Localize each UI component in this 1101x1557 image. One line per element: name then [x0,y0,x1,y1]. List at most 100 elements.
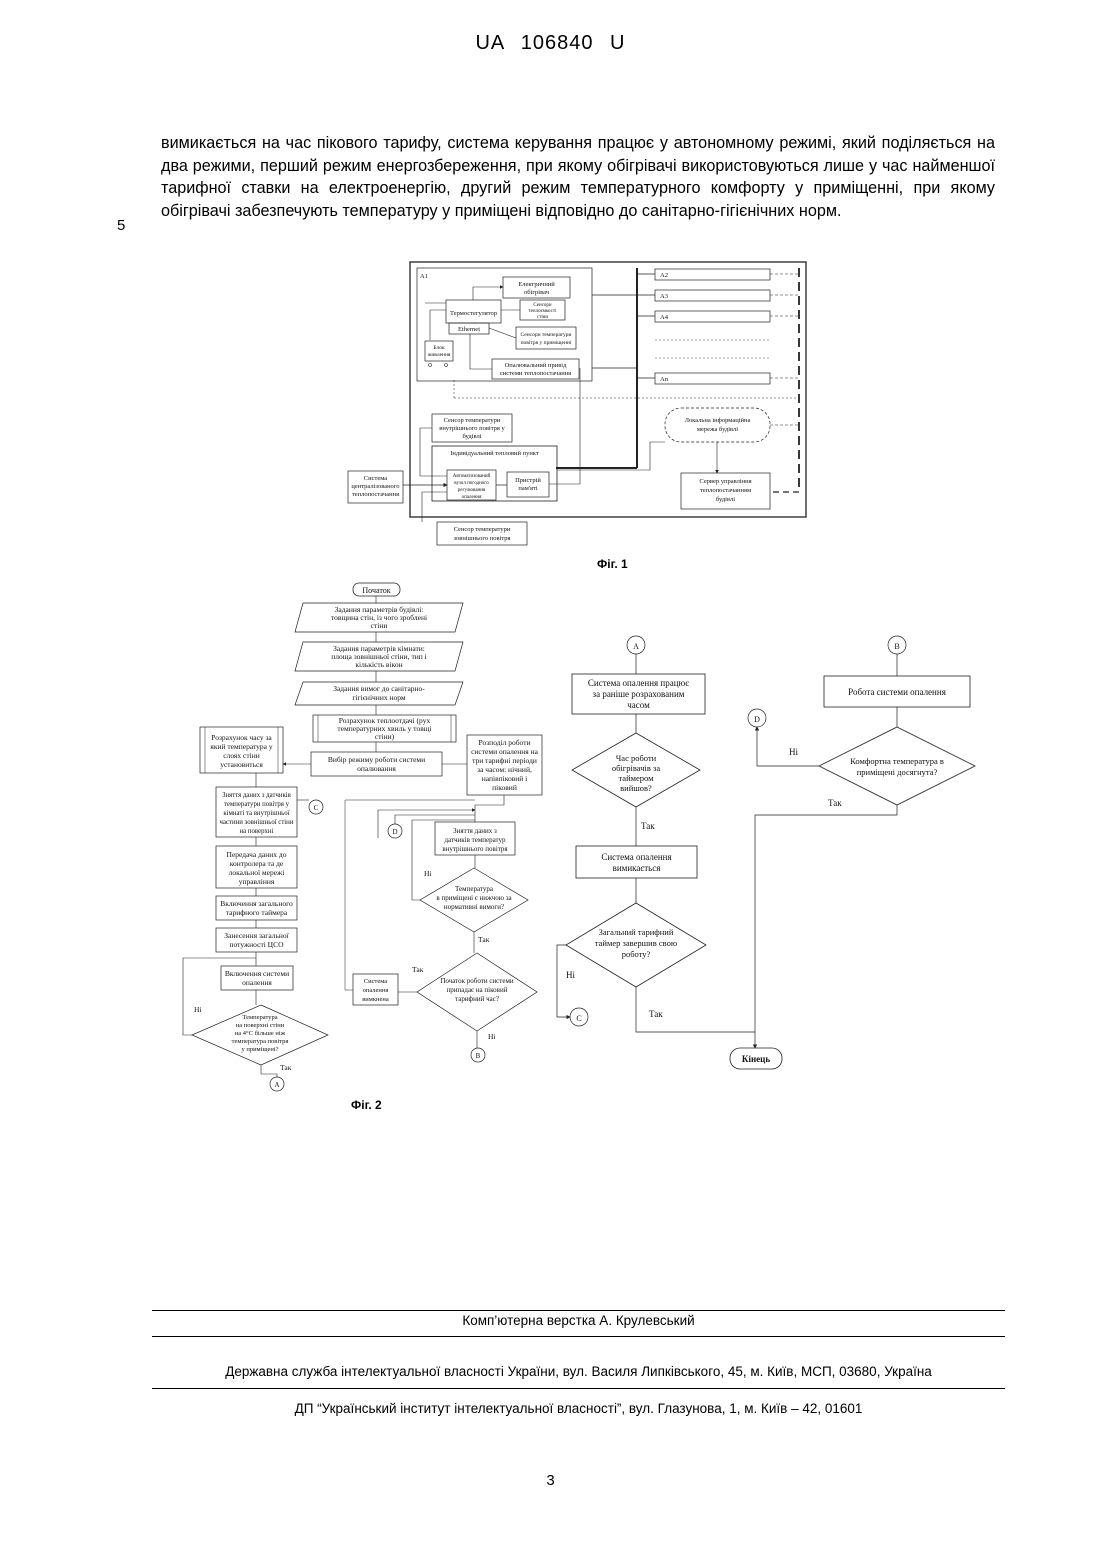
fig1-central-l2: централізованого [351,483,399,490]
fc-cond-comfort-l1: Комфортна температура в [850,756,944,766]
fc-transfer-l3: локальної мережі [229,868,285,877]
fig1-ethernet-label: Ethernet [458,326,480,333]
fc-work-a-l3: часом [627,700,650,710]
fc-no-5: Ні [789,747,798,757]
fig1-actuator-l1: Опалювальний привід [505,362,567,369]
fc-connector-d-in-label: D [392,828,397,836]
fc-work-a-l2: за раніше розрахованим [593,689,685,699]
fc-read-inner-l1: Зняття даних з [453,827,497,835]
fc-p1-l3: стіни [371,621,388,630]
fc-heat-off-l2: вимикається [613,863,661,873]
fc-p3-l1: Задання вимог до санітарно- [333,684,425,693]
fig1-unit-an: Аn [660,376,669,383]
fig1-server-l1: Сервер управління [699,478,751,485]
fc-connector-a-in-label: A [633,642,639,651]
fc-end-label: Кінець [742,1054,770,1064]
fig1-power-l1: Блок [433,345,445,351]
fc-cond-wall-l2: на поверхні стіни [236,1022,285,1029]
fc-connector-c-in-label: C [314,804,319,812]
fig1-sensor-room-l2: повітря у приміщенні [521,340,572,346]
fc-cond-norm-l2: в приміщені є нижчою за [436,894,512,902]
fig1-power-box [425,341,453,361]
footer-institute: ДП “Український інститут інтелектуальної… [152,1401,1005,1416]
fig1-server-l3: будівлі [716,496,735,503]
fig1-lan-l2: мережа будівлі [697,426,738,433]
fc-no-4: Ні [566,970,575,980]
fc-transfer-l2: контролера та де [230,859,284,868]
fig1-auto-unit-l4: опалення [462,495,483,500]
fc-no-2: Ні [424,869,432,878]
fig1-lan-l1: Локальна інформаційна [685,417,751,424]
fc-calc-time-l1: Розрахунок часу за [211,733,272,742]
fc-split-l2: системи опалення на [471,747,539,756]
fc-heat-off-small-l1: Система [364,978,387,985]
fc-p2-l3: кількість вікон [355,660,402,669]
fig1-actuator-l2: системи теплопостачання [500,370,571,377]
fc-cond-wall-l5: у приміщені? [241,1046,278,1053]
fc-read-wall-l1: Зняття даних з датчиків [222,792,291,799]
fc-cond-comfort [819,727,975,805]
fig1-server-l2: теплопостачанням [700,487,751,494]
fig1-heater-l1: Електричний [518,281,555,288]
fig1-auto-unit-l3: регулювання [458,488,486,493]
fc-yes-1: Так [280,1063,292,1072]
fc-read-wall-l4: частини зовнішньої стіни [220,819,294,826]
footer-rule-1 [152,1310,1005,1311]
fig1-sensor-heat-l2: теплоємкості [529,309,558,314]
figure-1: А1 Електричний обігрівач Термостегулятор… [348,262,806,545]
fc-read-wall-l3: кімнаті та внутрішньої [223,810,289,817]
fig1-sensor-outer-l2: зовнішнього повітря [454,535,511,542]
fc-work-a-l1: Система опалення працює [588,678,689,688]
fc-split-l1: Розподіл роботи [478,738,530,747]
fig1-heater-l2: обігрівач [524,289,550,296]
fc-connector-b-out-label: B [476,1052,481,1060]
fig1-auto-unit-l2: вузол погодного [454,481,489,486]
fc-no-3: Ні [488,1032,496,1041]
fig1-thermostat-label: Термостегулятор [450,310,497,317]
fc-read-wall-l2: температури повітря у [224,801,290,808]
fig1-memory-l2: пам'яті [518,485,537,492]
fc-cond-peak-l3: тарифний час? [455,995,499,1003]
fc-heat-off [576,846,697,878]
fc-cond-timer-l3: таймером [618,773,654,783]
fc-cond-general-l1: Загальний тарифний [599,927,674,937]
fc-read-inner-l2: датчиків температур [444,836,506,844]
page-number: 3 [0,1472,1101,1489]
fc-cond-timer-l4: вийшов? [620,783,652,793]
fc-work-b-label: Робота системи опалення [848,687,946,697]
fc-start-label: Початок [362,586,390,595]
fc-cond-wall-l4: температура повітря [232,1038,289,1045]
footer-layout: Комп’ютерна верстка А. Крулевський [152,1313,1005,1328]
footer-office: Державна служба інтелектуальної власност… [152,1364,1005,1379]
fc-cond-wall-l1: Температура [242,1014,277,1021]
fig1-sensor-inner-l3: будівлі [462,433,481,440]
fc-cond-norm-l1: Температура [455,885,494,893]
fc-split-l6: піковий [492,783,517,792]
fig1-sensor-heat-l1: Сенсори [533,303,552,308]
fig1-caption: Фіг. 1 [597,557,628,571]
fig1-units: А2 А3 А4 Аn [637,269,799,384]
fig1-sensor-inner-l2: внутрішнього повітря у [439,425,505,432]
fig1-unit-a2: А2 [660,272,668,279]
fig1-sensor-heat-l3: стіни [537,315,548,320]
footer-rule-3 [152,1388,1005,1389]
fc-cond-wall-l3: на 4°C більше ніж [235,1030,286,1037]
fc-timer-on-l2: тарифного таймера [226,908,288,917]
fc-yes-5: Так [649,1009,663,1019]
fc-connector-b-in-label: B [894,642,899,651]
fig1-auto-unit-l1: Автоматизований [453,474,491,479]
fc-cond-timer-l2: обігрівачів за [612,763,661,773]
fig1-central-l1: Система [364,475,387,482]
fc-split-l3: три тарифні періоди [472,756,537,765]
fc-connector-d-out-label: D [754,715,760,724]
fc-power-set-l2: потужності ЦСО [229,940,284,949]
fig1-sensor-outer-l1: Сенсор температури [454,526,511,533]
fc-yes-6: Так [828,798,842,808]
fc-read-wall-l5: на поверхні [240,828,274,835]
fc-cond-general-l3: роботу? [622,949,651,959]
fc-split-l4: за часом: нічний, [477,765,532,774]
fc-heat-off-l1: Система опалення [601,852,671,862]
fc-cond-general-l2: таймер завершив свою [595,938,678,948]
fc-cond-peak-l1: Початок роботи системи [440,977,514,985]
fig1-central-l3: теплопостачання [352,491,399,498]
